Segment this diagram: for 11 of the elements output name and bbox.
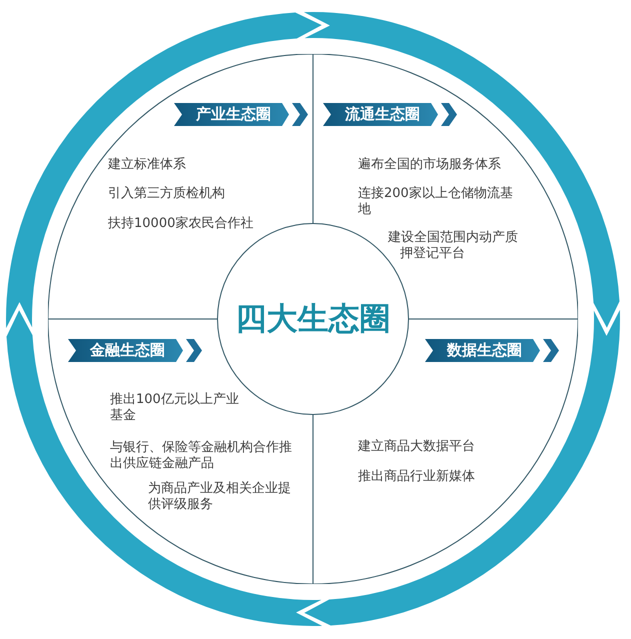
bullet-text: 推出100亿元以上产业基金 [110, 392, 240, 424]
bullet-text: 与银行、保险等金融机构合作推出供应链金融产品 [110, 440, 293, 472]
bullet-text: 遍布全国的市场服务体系 [358, 157, 501, 173]
bullet-text: 扶持10000家农民合作社 [108, 216, 254, 232]
bullet-text: 推出商品行业新媒体 [358, 469, 475, 485]
bullet-text: 建立商品大数据平台 [358, 439, 475, 455]
bullet-text: 建立标准体系 [108, 157, 186, 173]
bullet-text: 建设全国范围内动产质押登记平台 [388, 230, 519, 262]
bullet-text: 连接200家以上仓储物流基地 [358, 186, 514, 218]
bullet-text: 引入第三方质检机构 [108, 186, 225, 202]
bullet-text: 为商品产业及相关企业提供评级服务 [148, 481, 292, 513]
